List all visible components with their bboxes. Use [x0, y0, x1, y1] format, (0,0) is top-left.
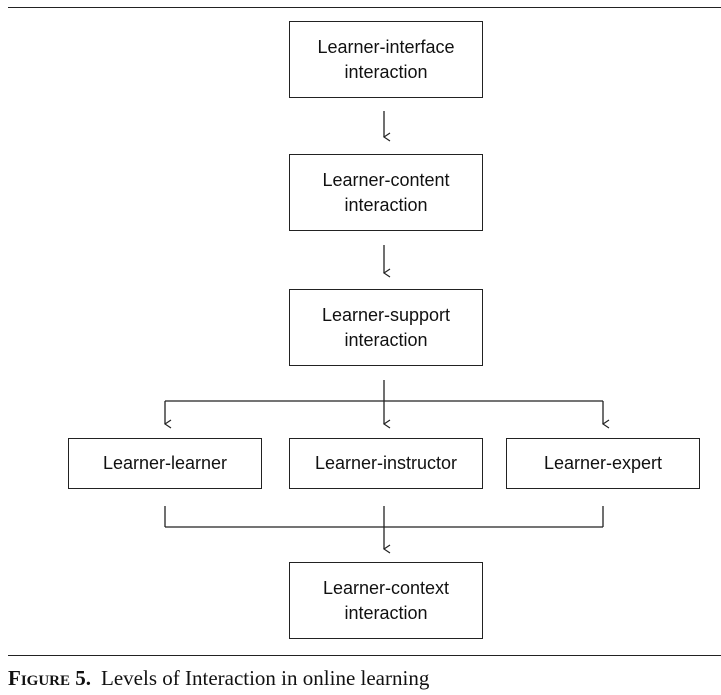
- node-label: Learner-interface interaction: [317, 36, 455, 82]
- node-learner-context: Learner-context interaction: [289, 562, 483, 639]
- node-learner-instructor: Learner-instructor: [289, 438, 483, 489]
- top-rule: [8, 7, 721, 8]
- node-label: Learner-expert: [543, 453, 663, 473]
- node-label: Learner-support interaction: [321, 304, 451, 350]
- node-learner-content: Learner-content interaction: [289, 154, 483, 231]
- figure-caption: Figure 5. Levels of Interaction in online…: [8, 664, 429, 692]
- node-learner-learner: Learner-learner: [68, 438, 262, 489]
- node-label: Learner-content interaction: [322, 169, 450, 215]
- figure-label: Figure 5.: [8, 666, 92, 690]
- node-label: Learner-context interaction: [322, 577, 450, 623]
- node-label: Learner-learner: [102, 453, 228, 473]
- bottom-rule: [8, 655, 721, 656]
- node-label: Learner-instructor: [314, 453, 458, 473]
- node-learner-support: Learner-support interaction: [289, 289, 483, 366]
- figure-caption-text: Levels of Interaction in online learning: [101, 666, 430, 690]
- node-learner-expert: Learner-expert: [506, 438, 700, 489]
- node-learner-interface: Learner-interface interaction: [289, 21, 483, 98]
